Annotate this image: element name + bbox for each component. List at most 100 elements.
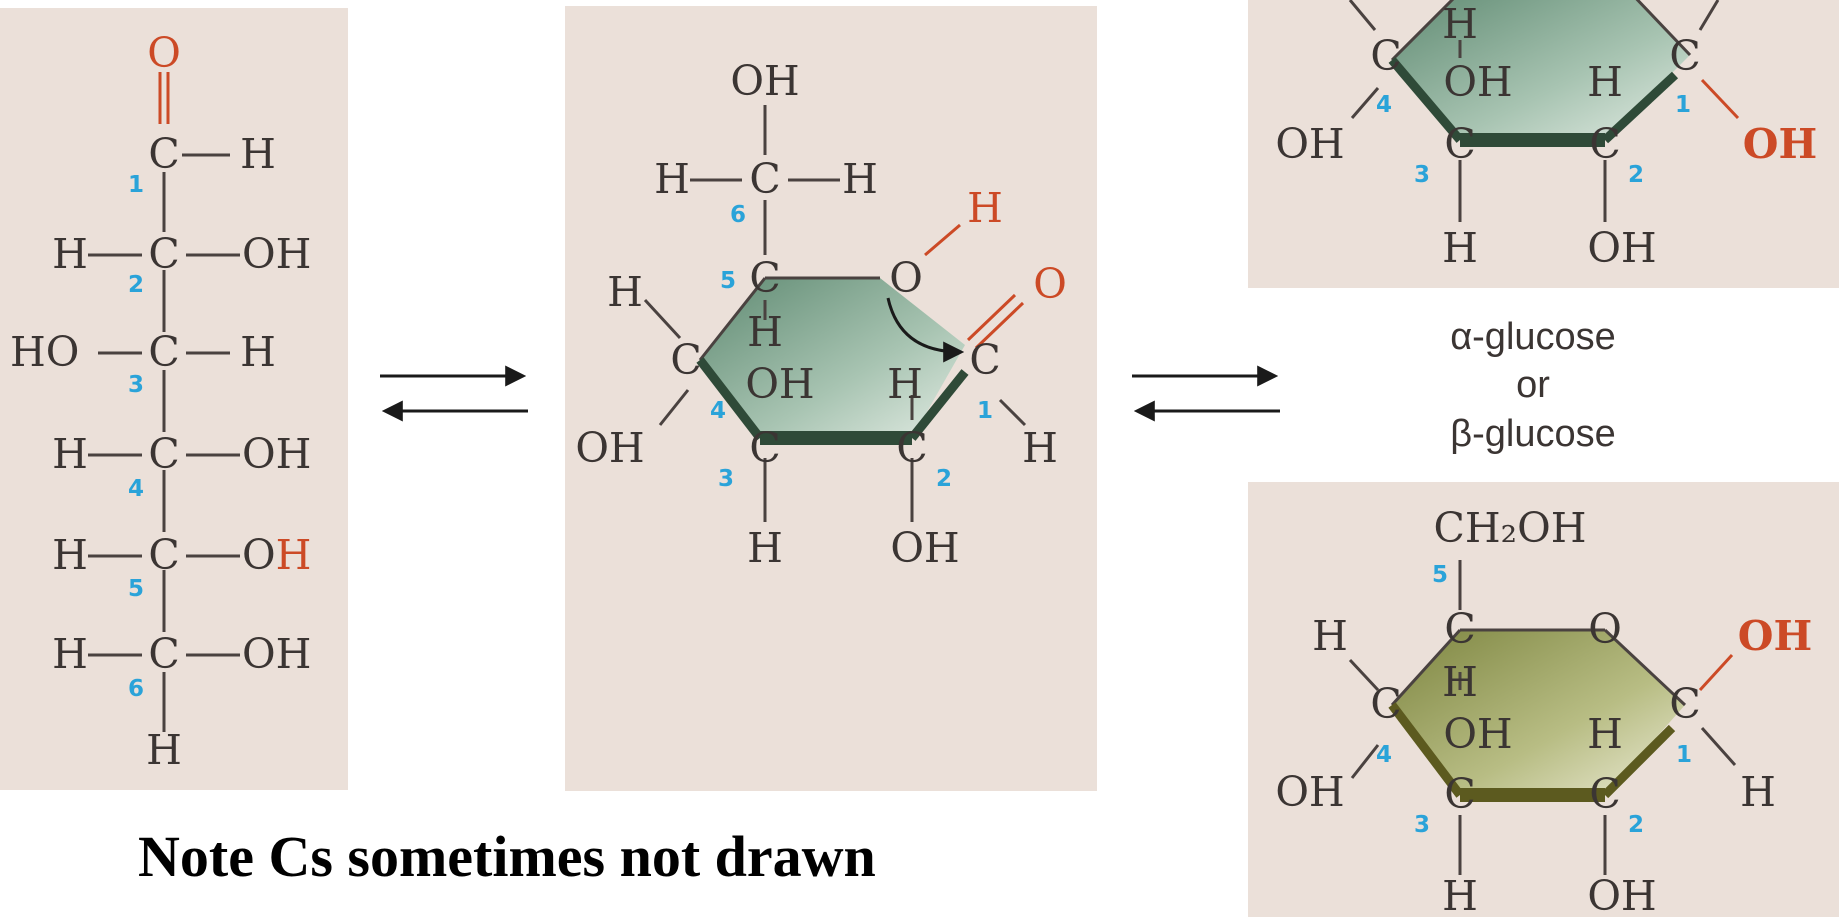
anomeric-hydroxyl: OH	[1738, 612, 1812, 660]
hydrogen: H	[654, 155, 690, 203]
ring-front-edge	[696, 357, 764, 441]
carbon-number-6: 6	[730, 202, 746, 228]
carbon-number-3: 3	[128, 372, 144, 398]
hydrogen: H	[1587, 58, 1623, 106]
carbon-5: C	[749, 254, 780, 302]
hydrogen: H	[747, 308, 783, 356]
hydrogen: H	[52, 630, 88, 678]
carbon-number-5: 5	[1432, 562, 1448, 588]
hydroxyl: OH	[242, 630, 311, 678]
ring-closure-panel: OH H C H 6 C 5 H O H O C 1 H H C 4 OH OH…	[565, 6, 1097, 791]
hydrogen: H	[52, 230, 88, 278]
curved-arrow-icon	[886, 297, 965, 363]
hydrogen: H	[887, 360, 923, 408]
carbon-2: C	[1589, 770, 1620, 818]
hydrogen: H	[52, 430, 88, 478]
hydroxyl: HO	[10, 328, 79, 376]
hydrogen: H	[1442, 224, 1478, 272]
carbon-4: C	[1370, 680, 1401, 728]
hydrogen: H	[240, 130, 276, 178]
carbon-1: C	[148, 130, 179, 178]
carbon-6: C	[749, 155, 780, 203]
carbon-number-4: 4	[1376, 742, 1392, 768]
carbon-number-3: 3	[1414, 812, 1430, 838]
ring-oxygen: O	[1588, 605, 1622, 653]
side-bonds	[88, 253, 240, 657]
anomeric-hydroxyl: OH	[1743, 120, 1817, 168]
hydrogen: H	[1022, 424, 1058, 472]
alpha-ring	[1392, 0, 1690, 140]
carbon-2: C	[1589, 120, 1620, 168]
carbon-number-1: 1	[1675, 92, 1691, 118]
hydrogen: H	[1312, 612, 1348, 660]
note-caption: Note Cs sometimes not drawn	[138, 824, 876, 889]
carbon-6: C	[148, 630, 179, 678]
hydroxyl: OH	[730, 57, 799, 105]
carbon-number-6: 6	[128, 676, 144, 702]
hydroxyl: OH	[1587, 224, 1656, 272]
carbon-1: C	[969, 336, 1000, 384]
beta-glucose-label: β-glucose	[1450, 413, 1616, 455]
carbon-1: C	[1669, 680, 1700, 728]
carbon-5: C	[148, 531, 179, 579]
carbon-number-2: 2	[1628, 162, 1644, 188]
carbon-3: C	[1444, 120, 1475, 168]
hydroxyl: OH	[575, 424, 644, 472]
hydroxymethyl-group: CH₂OH	[1434, 504, 1587, 552]
beta-ring	[1392, 630, 1685, 795]
hydroxyl: OH	[242, 230, 311, 278]
carbon-number-5: 5	[128, 576, 144, 602]
carbon-number-2: 2	[128, 272, 144, 298]
carbonyl-oxygen: O	[1033, 260, 1067, 308]
hydrogen: H	[842, 155, 878, 203]
alpha-glucose-panel: H C 4 C 1 OH OH H C 3 C 2 OH H OH	[1248, 0, 1839, 288]
carbon-3: C	[1444, 770, 1475, 818]
transferring-hydrogen: H	[967, 184, 1003, 232]
hydroxyl: OH	[1443, 58, 1512, 106]
carbon-4: C	[670, 336, 701, 384]
carbon-2: C	[148, 230, 179, 278]
hydroxyl: OH	[745, 360, 814, 408]
carbon-number-1: 1	[128, 172, 144, 198]
carbon-4: C	[148, 430, 179, 478]
alpha-glucose-label: α-glucose	[1450, 316, 1616, 358]
carbon-number-2: 2	[936, 466, 952, 492]
equilibrium-arrows-icon	[380, 365, 528, 422]
hydrogen: H	[1442, 872, 1478, 917]
hydrogen: H	[52, 531, 88, 579]
carbon-number-4: 4	[128, 476, 144, 502]
open-chain-glucose-panel: O C H 1 H C OH 2 HO C H 3 H C OH 4 H C O…	[0, 8, 348, 790]
anomer-caption: α-glucose or β-glucose	[1450, 316, 1616, 455]
carbon-number-4: 4	[710, 398, 726, 424]
carbon-5: C	[1444, 605, 1475, 653]
hydroxyl: OH	[1587, 872, 1656, 917]
hydrogen: H	[1442, 0, 1478, 48]
hydrogen: H	[146, 726, 182, 774]
equilibrium-arrows-icon	[1132, 365, 1280, 422]
aldehyde-oxygen: O	[147, 29, 181, 77]
hydroxyl: OH	[1275, 120, 1344, 168]
reactive-hydroxyl: OH	[242, 531, 311, 579]
carbon-number-4: 4	[1376, 92, 1392, 118]
hydrogen: H	[1587, 710, 1623, 758]
hydroxyl: OH	[1443, 710, 1512, 758]
carbon-number-3: 3	[718, 466, 734, 492]
hydroxyl: OH	[890, 524, 959, 572]
carbon-number-3: 3	[1414, 162, 1430, 188]
carbon-2: C	[896, 424, 927, 472]
hydrogen: H	[1740, 768, 1776, 816]
carbon-1: C	[1669, 32, 1700, 80]
carbon-3: C	[749, 424, 780, 472]
hydroxyl: OH	[242, 430, 311, 478]
beta-glucose-panel: CH₂OH 5 C O H H C 4 C 1 OH H OH OH H C 3…	[1248, 482, 1839, 917]
hydrogen: H	[1442, 658, 1478, 706]
hydrogen: H	[240, 328, 276, 376]
ring-front-edge	[908, 369, 969, 441]
carbon-number-5: 5	[720, 268, 736, 294]
or-label: or	[1516, 364, 1550, 406]
carbon-number-1: 1	[1676, 742, 1692, 768]
panel-background	[0, 8, 348, 790]
carbon-3: C	[148, 328, 179, 376]
carbon-4: C	[1370, 32, 1401, 80]
